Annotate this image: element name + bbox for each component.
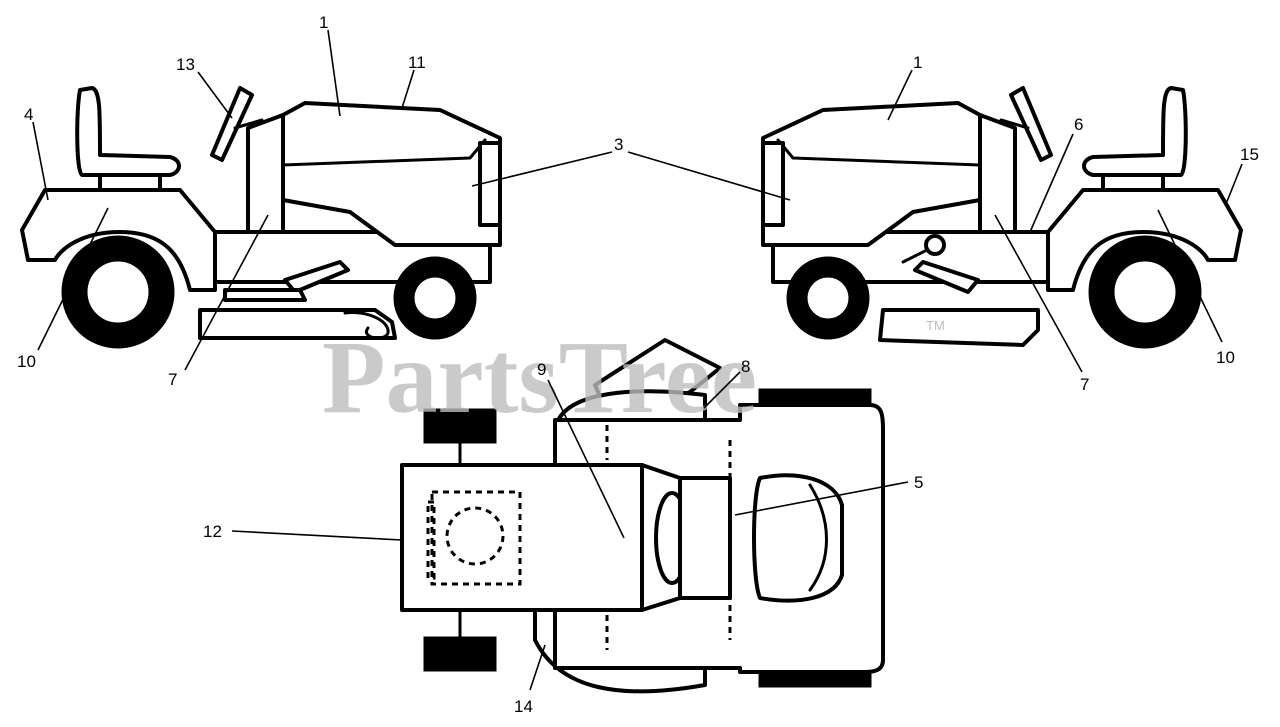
deck-hose [343,310,390,340]
hood [281,101,502,247]
console-top [678,476,732,600]
callout-6: 6 [1074,115,1083,134]
lever-right [901,248,929,264]
leader-lines [32,29,1243,691]
engine-side [426,500,436,580]
leader-3a [471,151,613,187]
steering-column-right [999,118,1030,130]
seat-back-top [808,483,828,592]
steering-column [233,118,264,130]
callout-13: 13 [176,55,195,74]
grille-right [761,141,785,227]
dash-console-right [978,113,1017,234]
leader-8 [703,371,741,409]
leader-10a [37,207,109,351]
callout-15: 15 [1240,145,1259,164]
callout-14: 14 [514,697,533,716]
mower-deck [198,308,397,340]
seat-top [752,473,844,603]
leader-14 [529,644,546,691]
leader-6 [1029,133,1074,233]
engine-circle [445,506,505,566]
mower-deck-right [878,308,1040,347]
callout-labels: 1 11 13 4 10 7 3 1 6 15 7 10 9 8 5 12 14 [17,13,1259,716]
seat-right [1082,86,1188,177]
leader-5 [734,481,909,516]
watermark-trademark: TM [926,318,945,333]
front-wheel-hub [411,274,459,322]
leader-7a [184,214,269,371]
callout-4: 4 [24,105,33,124]
dash-console [246,113,285,234]
mower-right-side-view [761,86,1243,349]
lever-knob-right [924,234,946,256]
leader-13 [197,71,233,119]
rear-fender [20,188,217,292]
mower-top-view [400,338,885,694]
callout-12: 12 [203,522,222,541]
callout-7b: 7 [1080,375,1089,394]
callout-3: 3 [614,135,623,154]
front-tire-bottom [423,636,497,672]
leader-1b [887,69,913,121]
callout-10a: 10 [17,352,36,371]
leader-3b [627,151,791,201]
leader-12 [231,530,403,541]
callout-9: 9 [537,360,546,379]
steering-wheel [210,86,254,162]
callout-11: 11 [408,53,426,72]
callout-8: 8 [741,357,750,376]
mower-left-side-view [20,86,502,349]
callout-1a: 1 [319,13,328,32]
hood-right [761,101,982,247]
leader-4 [32,121,49,201]
hood-top [400,463,644,612]
callout-10b: 10 [1216,348,1235,367]
rear-fender-right [1046,188,1243,292]
callout-7a: 7 [168,370,177,389]
rear-wheel-hub-right [1111,258,1179,326]
grille [478,141,502,227]
leader-1a [327,29,341,117]
leader-7b [994,214,1083,373]
steering-wheel-right [1009,86,1053,162]
engine-outline [430,490,522,586]
callout-1b: 1 [913,53,922,72]
leader-11 [401,69,415,109]
front-wheel-hub-right [804,274,852,322]
foot-pedal-right [913,260,980,294]
leader-15 [1225,163,1243,205]
watermark-text: PartsTree [322,320,757,435]
foot-board [223,288,307,302]
seat [75,86,181,177]
callout-5: 5 [914,473,923,492]
leader-9 [547,379,625,539]
leader-10b [1157,209,1223,343]
rear-wheel-hub [84,258,152,326]
